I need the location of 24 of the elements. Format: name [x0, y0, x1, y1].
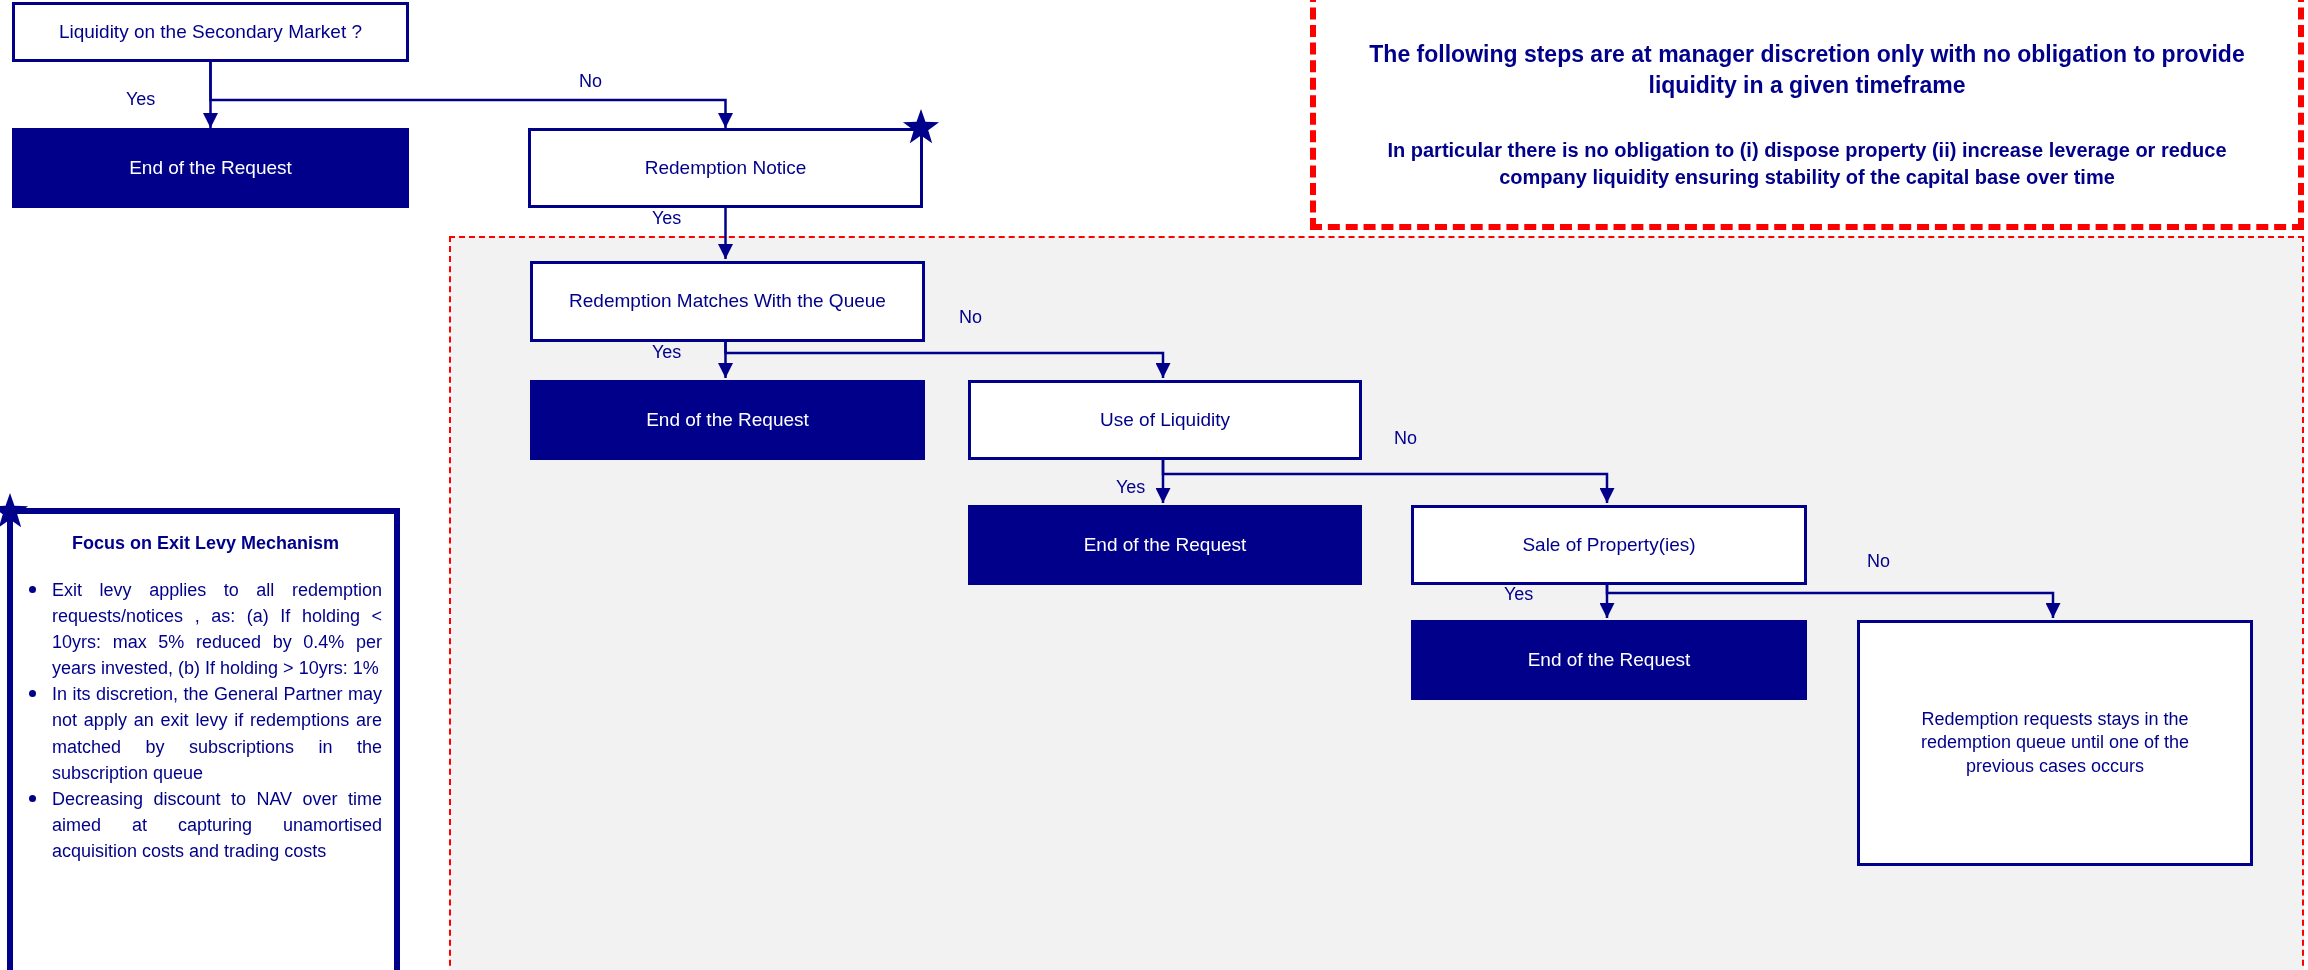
info-panel — [7, 508, 400, 970]
arrow — [209, 62, 733, 128]
process-box: Redemption requests stays in the redemption queue until one of the previous cases occurs — [1857, 620, 2253, 866]
process-box: Sale of Property(ies) — [1411, 505, 1807, 585]
note-box — [1310, 0, 2304, 230]
bullet-text: In its discretion, the General Partner may not apply an exit levy if redemptions are matched by subscriptions in the subscription queue — [52, 683, 382, 785]
end-box: End of the Request — [12, 128, 409, 208]
arrow — [724, 340, 1171, 378]
arrow — [1161, 458, 1615, 503]
process-box: Redemption Notice — [528, 128, 923, 208]
note-text: In particular there is no obligation to (i) dispose property (ii) increase leverage or reduce company liquidity ensuring stability of the capital base over time — [1386, 138, 2228, 191]
panel-heading: Focus on Exit Levy Mechanism — [70, 532, 341, 555]
end-box: End of the Request — [530, 380, 925, 460]
arrow — [718, 208, 733, 259]
dashed-region — [449, 236, 2304, 970]
end-box: End of the Request — [1411, 620, 1807, 700]
arrow — [1605, 583, 2061, 618]
bullet-text: Decreasing discount to NAV over time aimed at capturing unamortised acquisition costs and trading costs — [52, 787, 382, 863]
process-box: Redemption Matches With the Queue — [530, 261, 925, 342]
process-box: Use of Liquidity — [968, 380, 1362, 460]
bullet-text: Exit levy applies to all redemption requests/notices , as: (a) If holding < 10yrs: max 5% reduced by 0.4% per years invested, (b) If holding > 10yrs: 1% — [52, 579, 382, 681]
process-box: Liquidity on the Secondary Market ? — [12, 2, 409, 62]
end-box: End of the Request — [968, 505, 1362, 585]
note-text: The following steps are at manager discretion only with no obligation to provide liquidity in a given timeframe — [1368, 39, 2246, 100]
